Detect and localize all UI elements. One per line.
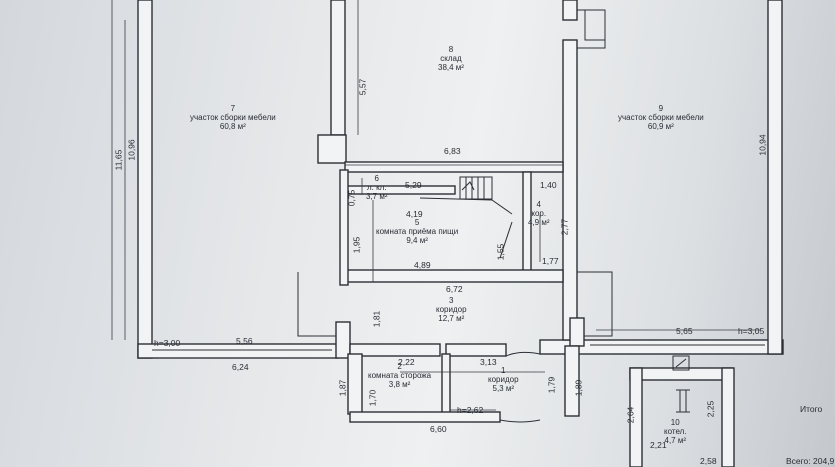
dim-2-21: 2,21	[650, 440, 667, 450]
wall-east	[767, 0, 783, 355]
dim-4-19: 4,19	[406, 209, 423, 219]
wall-west	[137, 0, 153, 359]
summary-itogo: Итого	[800, 404, 823, 414]
wall-2-west	[347, 353, 363, 415]
dim-6-72: 6,72	[446, 284, 463, 294]
dim-5-29: 5,29	[405, 180, 422, 190]
wall-5-3	[344, 269, 564, 283]
wall-8-south	[344, 161, 564, 173]
dim-2-64: 2,64	[625, 406, 636, 424]
dim-3-13: 3,13	[480, 357, 497, 367]
dim-2-25: 2,25	[705, 400, 716, 418]
pillar	[335, 321, 351, 359]
dim-2-22: 2,22	[398, 357, 415, 367]
dim-1-70: 1,70	[367, 389, 378, 407]
door-swing	[499, 221, 513, 259]
summary-total: Всего: 204,9	[786, 456, 835, 466]
wall-8-9-top	[562, 0, 578, 21]
dim-0-75: 0,75	[346, 189, 357, 207]
dim-1-81: 1,81	[371, 310, 382, 328]
wall-south-2-1	[349, 411, 501, 423]
dim-11-65: 11,65	[113, 149, 124, 171]
wall-7-8	[330, 0, 346, 136]
dim-5-56: 5,56	[236, 336, 253, 346]
partition-5	[419, 197, 513, 215]
wall-6-5	[344, 185, 456, 195]
dim-h-3-00: h=3,00	[154, 338, 181, 348]
dim-1-55: 1,55	[495, 243, 506, 261]
dim-6-24: 6,24	[232, 362, 249, 372]
dim-1-79: 1,79	[546, 376, 557, 394]
dim-5-65: 5,65	[676, 326, 693, 336]
dim-6-60: 6,60	[430, 424, 447, 434]
dim-10-96: 10,96	[126, 139, 137, 161]
dim-2-77: 2,77	[559, 218, 570, 236]
dim-1-87: 1,87	[337, 379, 348, 397]
wall-2-1	[441, 353, 451, 415]
dim-h-3-05: h=3,05	[738, 326, 765, 336]
dim-1-89: 1,89	[573, 379, 584, 397]
boiler-room	[629, 355, 735, 467]
dim-1-95: 1,95	[351, 236, 362, 254]
pillar-2	[569, 317, 585, 347]
wall-1-east	[564, 345, 580, 417]
dim-h-2-62: h=2,62	[457, 405, 484, 415]
dim-10-94: 10,94	[757, 134, 768, 156]
dim-5-57: 5,57	[357, 78, 368, 96]
dim-1-77: 1,77	[542, 256, 559, 266]
dim-6-83: 6,83	[444, 146, 461, 156]
dim-4-89: 4,89	[414, 260, 431, 270]
dim-1-40: 1,40	[540, 180, 557, 190]
wall-5-west	[339, 169, 349, 286]
dim-2-58: 2,58	[700, 456, 717, 466]
stairs-icon	[459, 176, 493, 200]
wall-3-2	[349, 343, 441, 357]
chimney	[577, 9, 606, 49]
wall-8-9	[562, 39, 578, 341]
wall-south-east	[539, 339, 784, 355]
column	[317, 134, 347, 164]
